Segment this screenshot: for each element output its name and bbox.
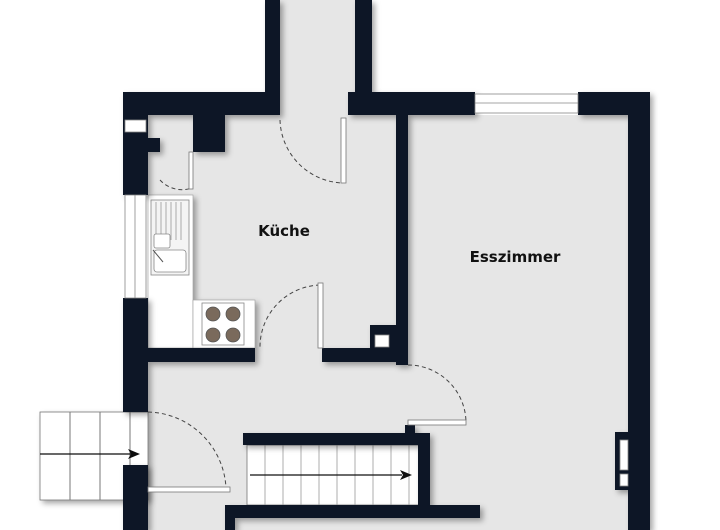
doors[interactable] xyxy=(147,119,467,489)
door-leaves[interactable] xyxy=(147,117,467,493)
walls xyxy=(123,0,650,530)
stove-icon xyxy=(201,302,245,346)
room-label-kitchen: Küche xyxy=(258,222,310,240)
interior-staircase[interactable] xyxy=(246,444,420,506)
sink-icon xyxy=(150,199,190,276)
room-label-dining: Esszimmer xyxy=(470,248,561,266)
windows xyxy=(124,93,629,487)
